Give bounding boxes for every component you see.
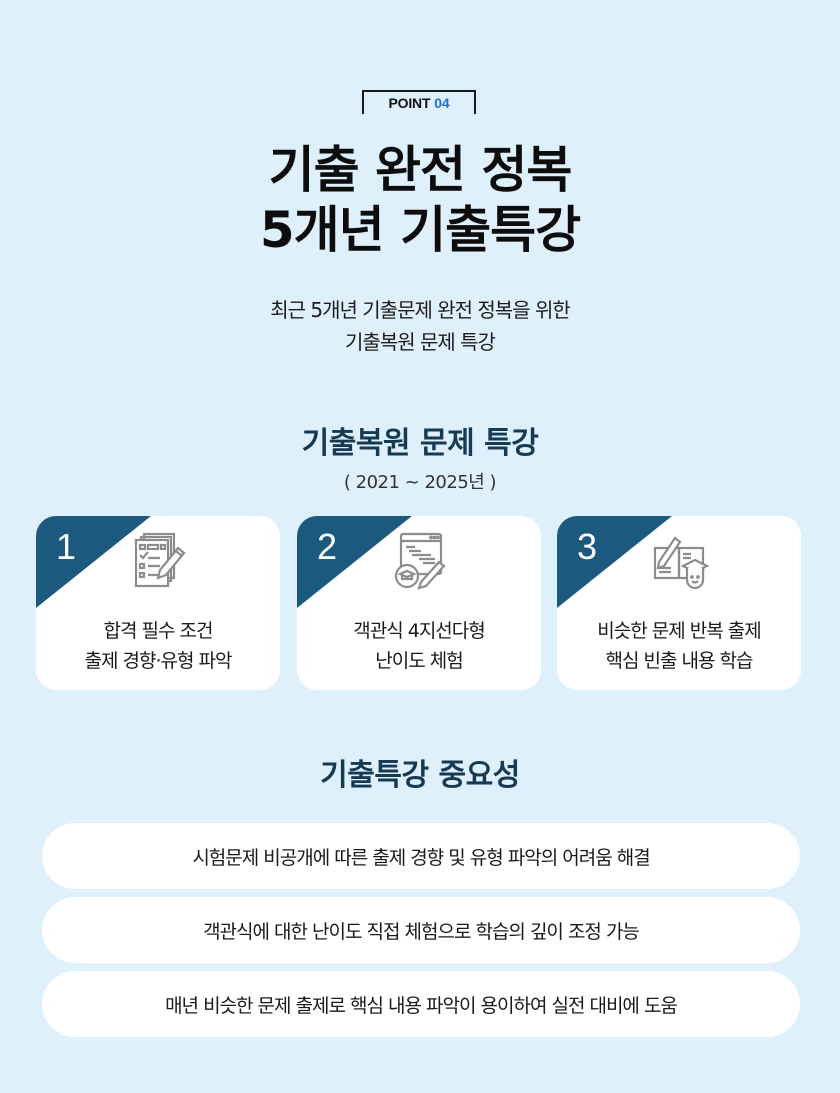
subtitle-line-2: 기출복원 문제 특강 <box>345 330 496 354</box>
page-title: 기출 완전 정복 5개년 기출특강 <box>0 140 840 260</box>
card-line-1: 합격 필수 조건 <box>103 620 214 642</box>
page-subtitle: 최근 5개년 기출문제 완전 정복을 위한 기출복원 문제 특강 <box>0 294 840 358</box>
point-number: 04 <box>434 95 450 111</box>
card-number: 3 <box>577 526 598 567</box>
title-line-1: 기출 완전 정복 <box>268 141 573 199</box>
importance-item-2: 객관식에 대한 난이도 직접 체험으로 학습의 깊이 조정 가능 <box>42 897 800 963</box>
card-line-2: 난이도 체험 <box>375 650 463 672</box>
card-line-2: 핵심 빈출 내용 학습 <box>605 650 754 672</box>
corner-triangle <box>36 516 151 608</box>
feature-card-2: 2 객관식 4지선다형 난이도 체험 <box>297 516 541 690</box>
section-title-lectures: 기출복원 문제 특강 <box>301 426 539 461</box>
importance-item-3: 매년 비슷한 문제 출제로 핵심 내용 파악이 용이하여 실전 대비에 도움 <box>42 971 800 1037</box>
card-text: 비슷한 문제 반복 출제 핵심 빈출 내용 학습 <box>557 616 801 676</box>
year-range: ( 2021 ~ 2025년 ) <box>343 472 497 493</box>
section-title-importance: 기출특강 중요성 <box>320 758 520 793</box>
book-student-pencil-icon <box>653 536 710 590</box>
card-line-2: 출제 경향·유형 파악 <box>84 650 233 672</box>
checklist-pencil-icon <box>134 532 186 588</box>
importance-item-1: 시험문제 비공개에 따른 출제 경향 및 유형 파악의 어려움 해결 <box>42 823 800 889</box>
card-number: 2 <box>317 526 338 567</box>
corner-triangle <box>297 516 412 608</box>
card-text: 합격 필수 조건 출제 경향·유형 파악 <box>36 616 280 676</box>
card-text: 객관식 4지선다형 난이도 체험 <box>297 616 541 676</box>
feature-card-3: 3 비슷한 문제 반복 출제 핵심 빈출 내용 학습 <box>557 516 801 690</box>
card-line-1: 객관식 4지선다형 <box>353 620 486 642</box>
card-line-1: 비슷한 문제 반복 출제 <box>597 620 761 642</box>
point-label: POINT <box>388 95 431 111</box>
feature-card-1: 1 합격 필수 조건 출제 경향·유형 파악 <box>36 516 280 690</box>
subtitle-line-1: 최근 5개년 기출문제 완전 정복을 위한 <box>270 298 571 322</box>
corner-triangle <box>557 516 672 608</box>
card-number: 1 <box>56 526 77 567</box>
title-line-2: 5개년 기출특강 <box>259 201 581 259</box>
point-badge: POINT 04 <box>362 90 476 114</box>
browser-graduation-pencil-icon <box>394 532 446 590</box>
